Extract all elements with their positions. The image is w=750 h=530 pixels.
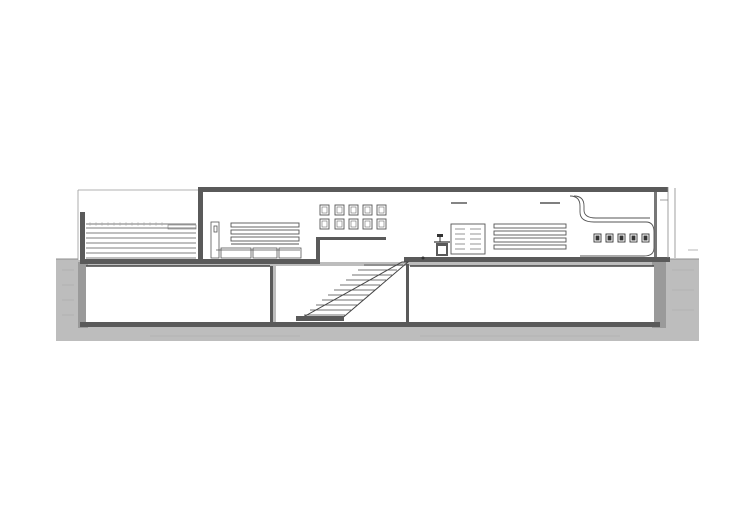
display-shelves-left: [230, 222, 300, 245]
basement-partition: [406, 264, 409, 323]
gallery-frames: [319, 204, 387, 230]
right-exhibit-niches: [593, 233, 650, 243]
basement-floor-slab: [80, 322, 660, 327]
basement-column: [270, 266, 273, 323]
main-hall-right-wall: [654, 192, 657, 262]
reception-desk: [421, 234, 450, 260]
interior-staircase: [296, 261, 410, 321]
ground-floor-slab: [80, 237, 670, 264]
display-shelves-right: [493, 223, 567, 250]
basement-right: [276, 265, 654, 323]
basement-left: [86, 265, 270, 323]
roof-slab: [198, 187, 668, 192]
notice-board: [450, 223, 486, 255]
main-hall-left-wall: [198, 187, 203, 261]
roof-terrace-bleachers: [77, 189, 198, 260]
curved-wall: [569, 195, 655, 257]
entry-canopy: [660, 187, 698, 258]
lounge-furniture: [210, 221, 302, 259]
